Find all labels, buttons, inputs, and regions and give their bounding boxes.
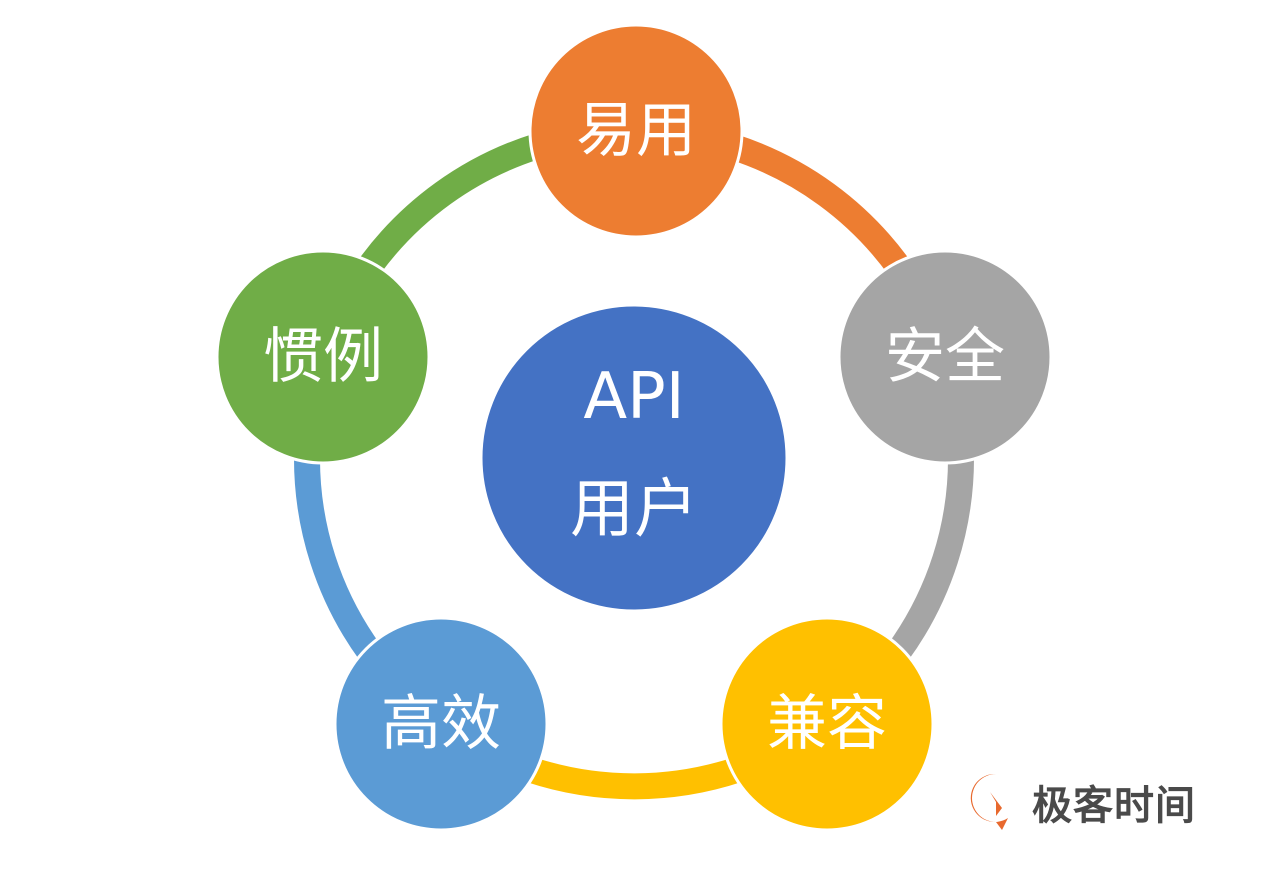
node-circle-convention <box>215 249 431 465</box>
node-circle-compatible <box>719 616 935 832</box>
center-label-line2: 用户 <box>570 473 698 547</box>
center-label-line1: API <box>583 360 684 434</box>
brand-logo-text: 极客时间 <box>1032 783 1196 829</box>
node-efficient: 高效 <box>333 616 549 832</box>
brand-logo: 极客时间 <box>968 770 1196 834</box>
geektime-logo-icon <box>970 773 1009 830</box>
node-label-easy: 易用 <box>576 96 696 166</box>
node-secure: 安全 <box>837 249 1053 465</box>
center-node: API 用户 <box>479 303 789 613</box>
node-label-efficient: 高效 <box>381 689 501 759</box>
node-compatible: 兼容 <box>719 616 935 832</box>
node-circle-secure <box>837 249 1053 465</box>
node-convention: 惯例 <box>215 249 431 465</box>
center-circle <box>479 303 789 613</box>
node-circle-easy <box>528 23 744 239</box>
node-easy: 易用 <box>528 23 744 239</box>
node-label-secure: 安全 <box>885 322 1005 392</box>
node-label-convention: 惯例 <box>263 322 383 392</box>
node-circle-efficient <box>333 616 549 832</box>
node-label-compatible: 兼容 <box>767 689 887 759</box>
